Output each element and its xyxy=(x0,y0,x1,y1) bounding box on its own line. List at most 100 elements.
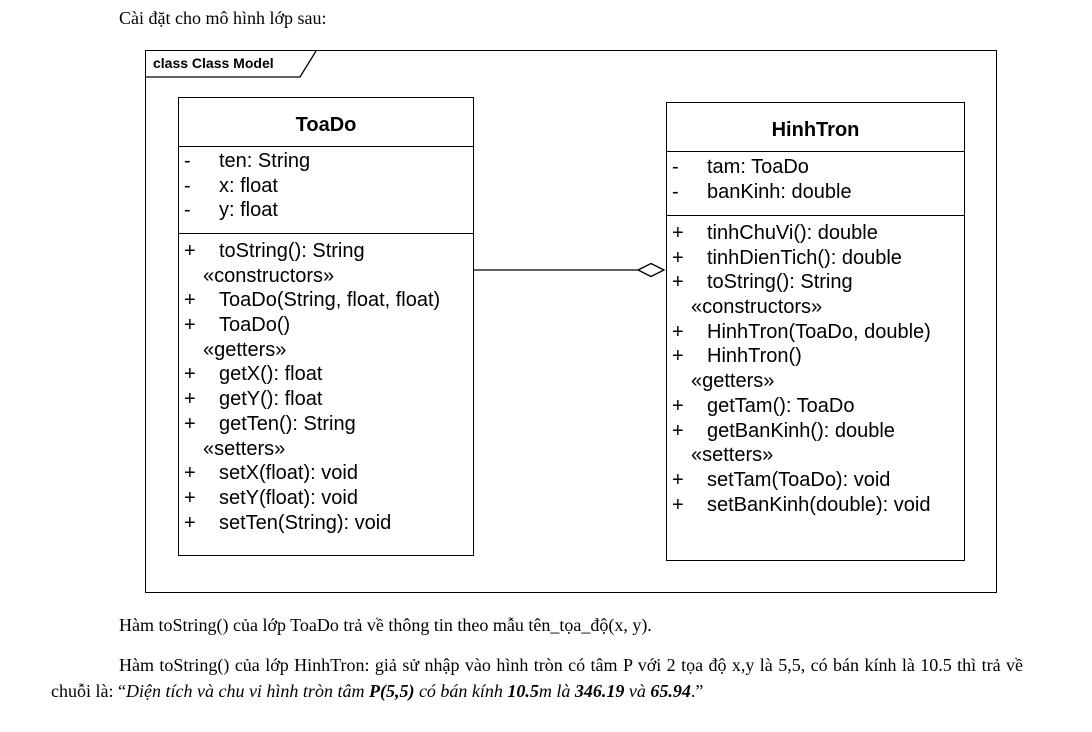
member-row: - x: float xyxy=(179,174,473,199)
member-row: + ToaDo() xyxy=(179,313,473,338)
visibility-marker: + xyxy=(672,419,684,442)
member-row: + setY(float): void xyxy=(179,486,473,511)
p2-italic-4: và xyxy=(624,681,651,701)
stereotype-label: «getters» xyxy=(203,338,287,361)
visibility-marker: + xyxy=(184,388,196,411)
member-text: x: float xyxy=(219,174,278,197)
member-row: + setTen(String): void xyxy=(179,511,473,536)
uml-frame: class Class Model xyxy=(145,50,997,593)
member-text: y: float xyxy=(219,199,278,222)
member-text: ten: String xyxy=(219,150,311,172)
member-row: - tam: ToaDo xyxy=(667,155,964,180)
member-text: tinhDienTich(): double xyxy=(707,246,902,269)
member-text: toString(): String xyxy=(707,271,853,294)
p2-italic-3: m là xyxy=(538,681,575,701)
operations-compartment: + tinhChuVi(): double + tinhDienTich(): dou… xyxy=(667,216,964,517)
member-row: + toString(): String xyxy=(667,270,964,295)
member-text: banKinh: double xyxy=(707,180,852,203)
visibility-marker: + xyxy=(672,271,684,294)
intro-text: Cài đặt cho mô hình lớp sau: xyxy=(119,8,327,28)
visibility-marker: + xyxy=(672,320,684,343)
member-row: + setTam(ToaDo): void xyxy=(667,468,964,493)
member-row: - banKinh: double xyxy=(667,180,964,205)
visibility-marker: + xyxy=(184,289,196,312)
visibility-marker: + xyxy=(672,468,684,491)
member-text: setTen(String): void xyxy=(219,511,392,534)
p2-bold-3: 346.19 xyxy=(574,681,625,701)
member-text: toString(): String xyxy=(219,240,365,262)
member-row: +toString(): String xyxy=(179,239,473,264)
class-name: HinhTron xyxy=(667,103,964,152)
attributes-compartment: - ten: String - x: float - y: float xyxy=(179,147,473,234)
member-row: + setX(float): void xyxy=(179,461,473,486)
member-row: + tinhDienTich(): double xyxy=(667,246,964,271)
member-row: + HinhTron(ToaDo, double) xyxy=(667,320,964,345)
member-text: getTen(): String xyxy=(219,412,356,435)
p2-bold-4: 65.94 xyxy=(650,681,691,701)
member-text: setTam(ToaDo): void xyxy=(707,468,891,491)
visibility-marker: + xyxy=(184,412,196,435)
attributes-compartment: - tam: ToaDo - banKinh: double xyxy=(667,152,964,216)
p2-italic-2: có bán kính xyxy=(414,681,508,701)
visibility-marker: + xyxy=(184,462,196,485)
paragraph-toado-tostring: Hàm toString() của lớp ToaDo trả về thôn… xyxy=(119,615,652,635)
frame-tab xyxy=(146,51,317,78)
operations-compartment: +toString(): String«constructors»+ToaDo(… xyxy=(179,234,473,535)
visibility-marker: + xyxy=(672,493,684,516)
visibility-marker: - xyxy=(184,174,191,197)
member-row: + getBanKinh(): double xyxy=(667,419,964,444)
visibility-marker: + xyxy=(672,246,684,269)
frame-label: class Class Model xyxy=(153,55,274,71)
member-text: tam: ToaDo xyxy=(707,156,809,178)
stereotype-label: «constructors» xyxy=(203,264,335,287)
member-row: + HinhTron() xyxy=(667,344,964,369)
paragraph-hinhtron-tostring: Hàm toString() của lớp HinhTron: giả sử … xyxy=(51,652,1023,704)
visibility-marker: - xyxy=(672,180,679,203)
member-text: getY(): float xyxy=(219,388,323,411)
member-row: + getTam(): ToaDo xyxy=(667,394,964,419)
member-row: + getY(): float xyxy=(179,387,473,412)
stereotype-label: «setters» xyxy=(203,437,286,460)
visibility-marker: - xyxy=(672,156,679,178)
member-row: + getX(): float xyxy=(179,362,473,387)
visibility-marker: + xyxy=(672,345,684,368)
p2-bold-1: P(5,5) xyxy=(368,681,415,701)
member-text: setBanKinh(double): void xyxy=(707,493,931,516)
p2-plain: Hàm toString() của lớp HinhTron: giả sử … xyxy=(51,655,1023,701)
visibility-marker: + xyxy=(184,363,196,386)
member-text: HinhTron(ToaDo, double) xyxy=(707,320,931,343)
member-text: getBanKinh(): double xyxy=(707,419,895,442)
member-text: getX(): float xyxy=(219,363,323,386)
member-row: + setBanKinh(double): void xyxy=(667,493,964,518)
class-toado: ToaDo -ten: String-x: float-y: float +to… xyxy=(178,97,474,556)
member-text: ToaDo(String, float, float) xyxy=(219,289,441,312)
p2-bold-2: 10.5 xyxy=(507,681,539,701)
visibility-marker: - xyxy=(184,199,191,222)
visibility-marker: + xyxy=(184,314,196,337)
member-row: + tinhChuVi(): double xyxy=(667,221,964,246)
visibility-marker: + xyxy=(672,222,684,244)
member-text: setY(float): void xyxy=(219,486,358,509)
class-name: ToaDo xyxy=(179,98,473,147)
p2-end: .” xyxy=(690,681,704,701)
member-text: tinhChuVi(): double xyxy=(707,222,878,244)
stereotype-label: «setters» xyxy=(691,444,774,467)
visibility-marker: - xyxy=(184,150,191,172)
member-row: - ten: String xyxy=(179,149,473,174)
member-row: + ToaDo(String, float, float) xyxy=(179,288,473,313)
visibility-marker: + xyxy=(184,511,196,534)
visibility-marker: + xyxy=(672,394,684,417)
aggregation-diamond xyxy=(636,262,666,278)
member-text: ToaDo() xyxy=(219,314,291,337)
member-text: getTam(): ToaDo xyxy=(707,394,855,417)
member-text: setX(float): void xyxy=(219,462,358,485)
stereotype-label: «getters» xyxy=(691,370,775,393)
p2-italic-1: Diện tích và chu vi hình tròn tâm xyxy=(125,681,369,701)
visibility-marker: + xyxy=(184,486,196,509)
class-hinhtron: HinhTron - tam: ToaDo - banKinh: double + ti… xyxy=(666,102,965,561)
member-text: HinhTron() xyxy=(707,345,802,368)
stereotype-label: «constructors» xyxy=(691,296,823,319)
member-row: + getTen(): String xyxy=(179,412,473,437)
member-row: - y: float xyxy=(179,198,473,223)
